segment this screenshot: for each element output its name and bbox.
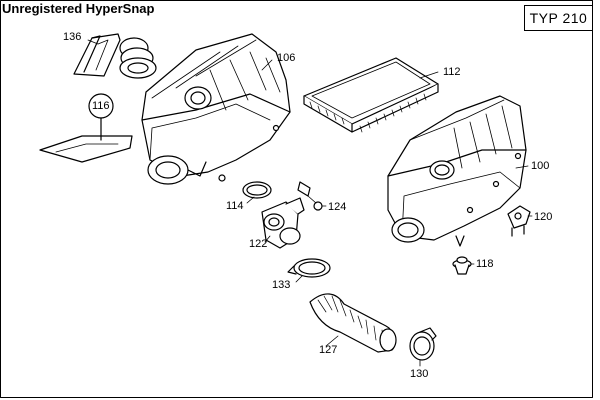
part-112-filter-element xyxy=(303,57,439,133)
part-114-seal-ring xyxy=(242,181,272,199)
part-130-hose-clamp xyxy=(409,327,437,361)
watermark-text: Unregistered HyperSnap xyxy=(2,1,155,16)
leader-lines xyxy=(87,39,533,367)
label-136: 136 xyxy=(63,31,82,43)
label-124: 124 xyxy=(328,201,347,213)
label-112: 112 xyxy=(443,66,461,78)
part-136-intake-duct xyxy=(73,33,157,79)
label-130: 130 xyxy=(410,368,429,380)
part-118-grommet xyxy=(452,256,472,275)
label-133: 133 xyxy=(272,279,291,291)
part-120-bracket xyxy=(507,205,531,237)
part-116-cover-plate xyxy=(39,93,133,163)
type-badge: TYP 210 xyxy=(524,5,593,31)
part-106-air-filter-housing xyxy=(141,33,291,185)
label-127: 127 xyxy=(319,344,338,356)
part-133-hose-clamp xyxy=(287,258,331,278)
part-100-housing-assembly xyxy=(387,95,527,247)
label-116: 116 xyxy=(92,100,110,112)
part-127-intake-hose xyxy=(309,293,397,353)
label-118: 118 xyxy=(476,258,494,270)
label-120: 120 xyxy=(534,211,553,223)
label-114: 114 xyxy=(226,200,244,212)
label-106: 106 xyxy=(277,52,296,64)
label-100: 100 xyxy=(531,160,550,172)
part-122-air-mass-meter xyxy=(261,197,305,249)
label-122: 122 xyxy=(249,238,268,250)
